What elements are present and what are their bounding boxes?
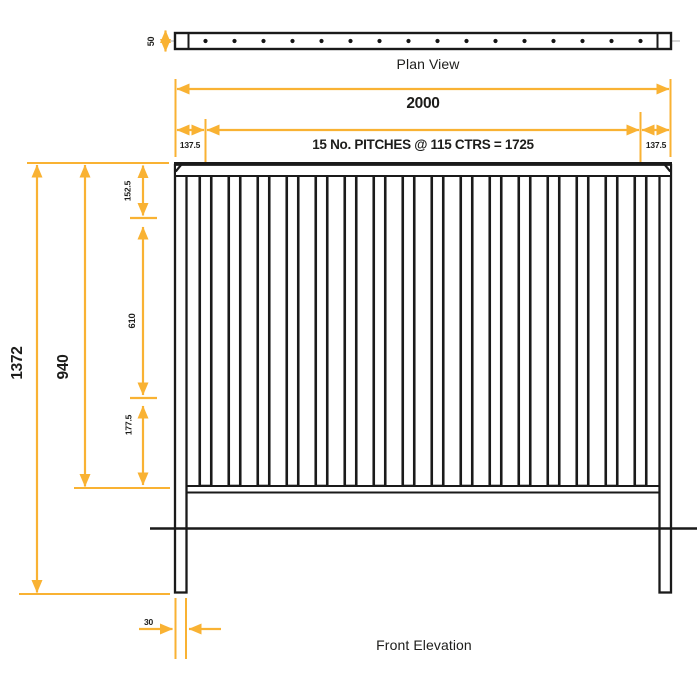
plan-depth-label: 50: [146, 37, 156, 47]
bottom-spacing-label: 177.5: [124, 414, 134, 435]
front-elevation: [150, 162, 697, 594]
plan-bar-dot: [319, 38, 324, 44]
picket-bar: [546, 170, 561, 488]
plan-view-label: Plan View: [397, 56, 461, 72]
plan-bar-dot: [348, 38, 353, 44]
dimensions-top: 2000 137.5 15 No. PITCHES @ 115 CTRS = 1…: [174, 79, 672, 188]
plan-bar-dot: [464, 38, 469, 44]
bottom-rail: [174, 485, 672, 494]
mid-spacing-label: 610: [127, 314, 138, 329]
picket-bar: [372, 170, 387, 488]
plan-bar-dot: [522, 38, 527, 44]
plan-bar-dot: [609, 38, 614, 44]
plan-bar-dot: [203, 38, 208, 44]
plan-bar-dot: [638, 38, 643, 44]
picket-bars: [198, 170, 648, 488]
picket-bar: [633, 170, 648, 488]
plan-dots: [203, 38, 643, 44]
plan-depth-dimension: 50: [146, 30, 171, 52]
picket-bar: [604, 170, 619, 488]
picket-bar: [517, 170, 532, 488]
right-offset-label: 137.5: [646, 140, 667, 150]
plan-bar-dot: [377, 38, 382, 44]
left-offset-label: 137.5: [180, 140, 201, 150]
plan-bar-dot: [406, 38, 411, 44]
dimensions-left: 1372 940 152.5 610 177.5: [9, 162, 170, 595]
plan-view: 50 Plan View: [146, 30, 681, 72]
post-width-label: 30: [144, 617, 154, 627]
plan-bar-dot: [232, 38, 237, 44]
picket-bar: [256, 170, 271, 488]
top-rail-chamfer-right: [663, 163, 672, 173]
infill-height-label: 940: [55, 355, 72, 380]
plan-bar-dot: [290, 38, 295, 44]
picket-bar: [227, 170, 242, 488]
picket-bar: [430, 170, 445, 488]
top-spacing-label: 152.5: [123, 180, 133, 201]
overall-height-label: 1372: [9, 346, 26, 379]
plan-bar-dot: [261, 38, 266, 44]
plan-bar-dot: [493, 38, 498, 44]
plan-bar-dot: [435, 38, 440, 44]
picket-bar: [459, 170, 474, 488]
picket-bar: [198, 170, 213, 488]
plan-rail-outline: [173, 31, 673, 51]
plan-bar-dot: [580, 38, 585, 44]
overall-width-label: 2000: [406, 95, 439, 112]
picket-bar: [285, 170, 300, 488]
picket-bar: [488, 170, 503, 488]
picket-bar: [314, 170, 329, 488]
pitches-label: 15 No. PITCHES @ 115 CTRS = 1725: [312, 137, 534, 152]
plan-bar-dot: [551, 38, 556, 44]
picket-bar: [575, 170, 590, 488]
top-rail-chamfer-left: [174, 163, 183, 173]
post-width-dimension: 30: [139, 598, 221, 659]
front-elevation-label: Front Elevation: [376, 637, 472, 653]
picket-bar: [343, 170, 358, 488]
picket-bar: [401, 170, 416, 488]
